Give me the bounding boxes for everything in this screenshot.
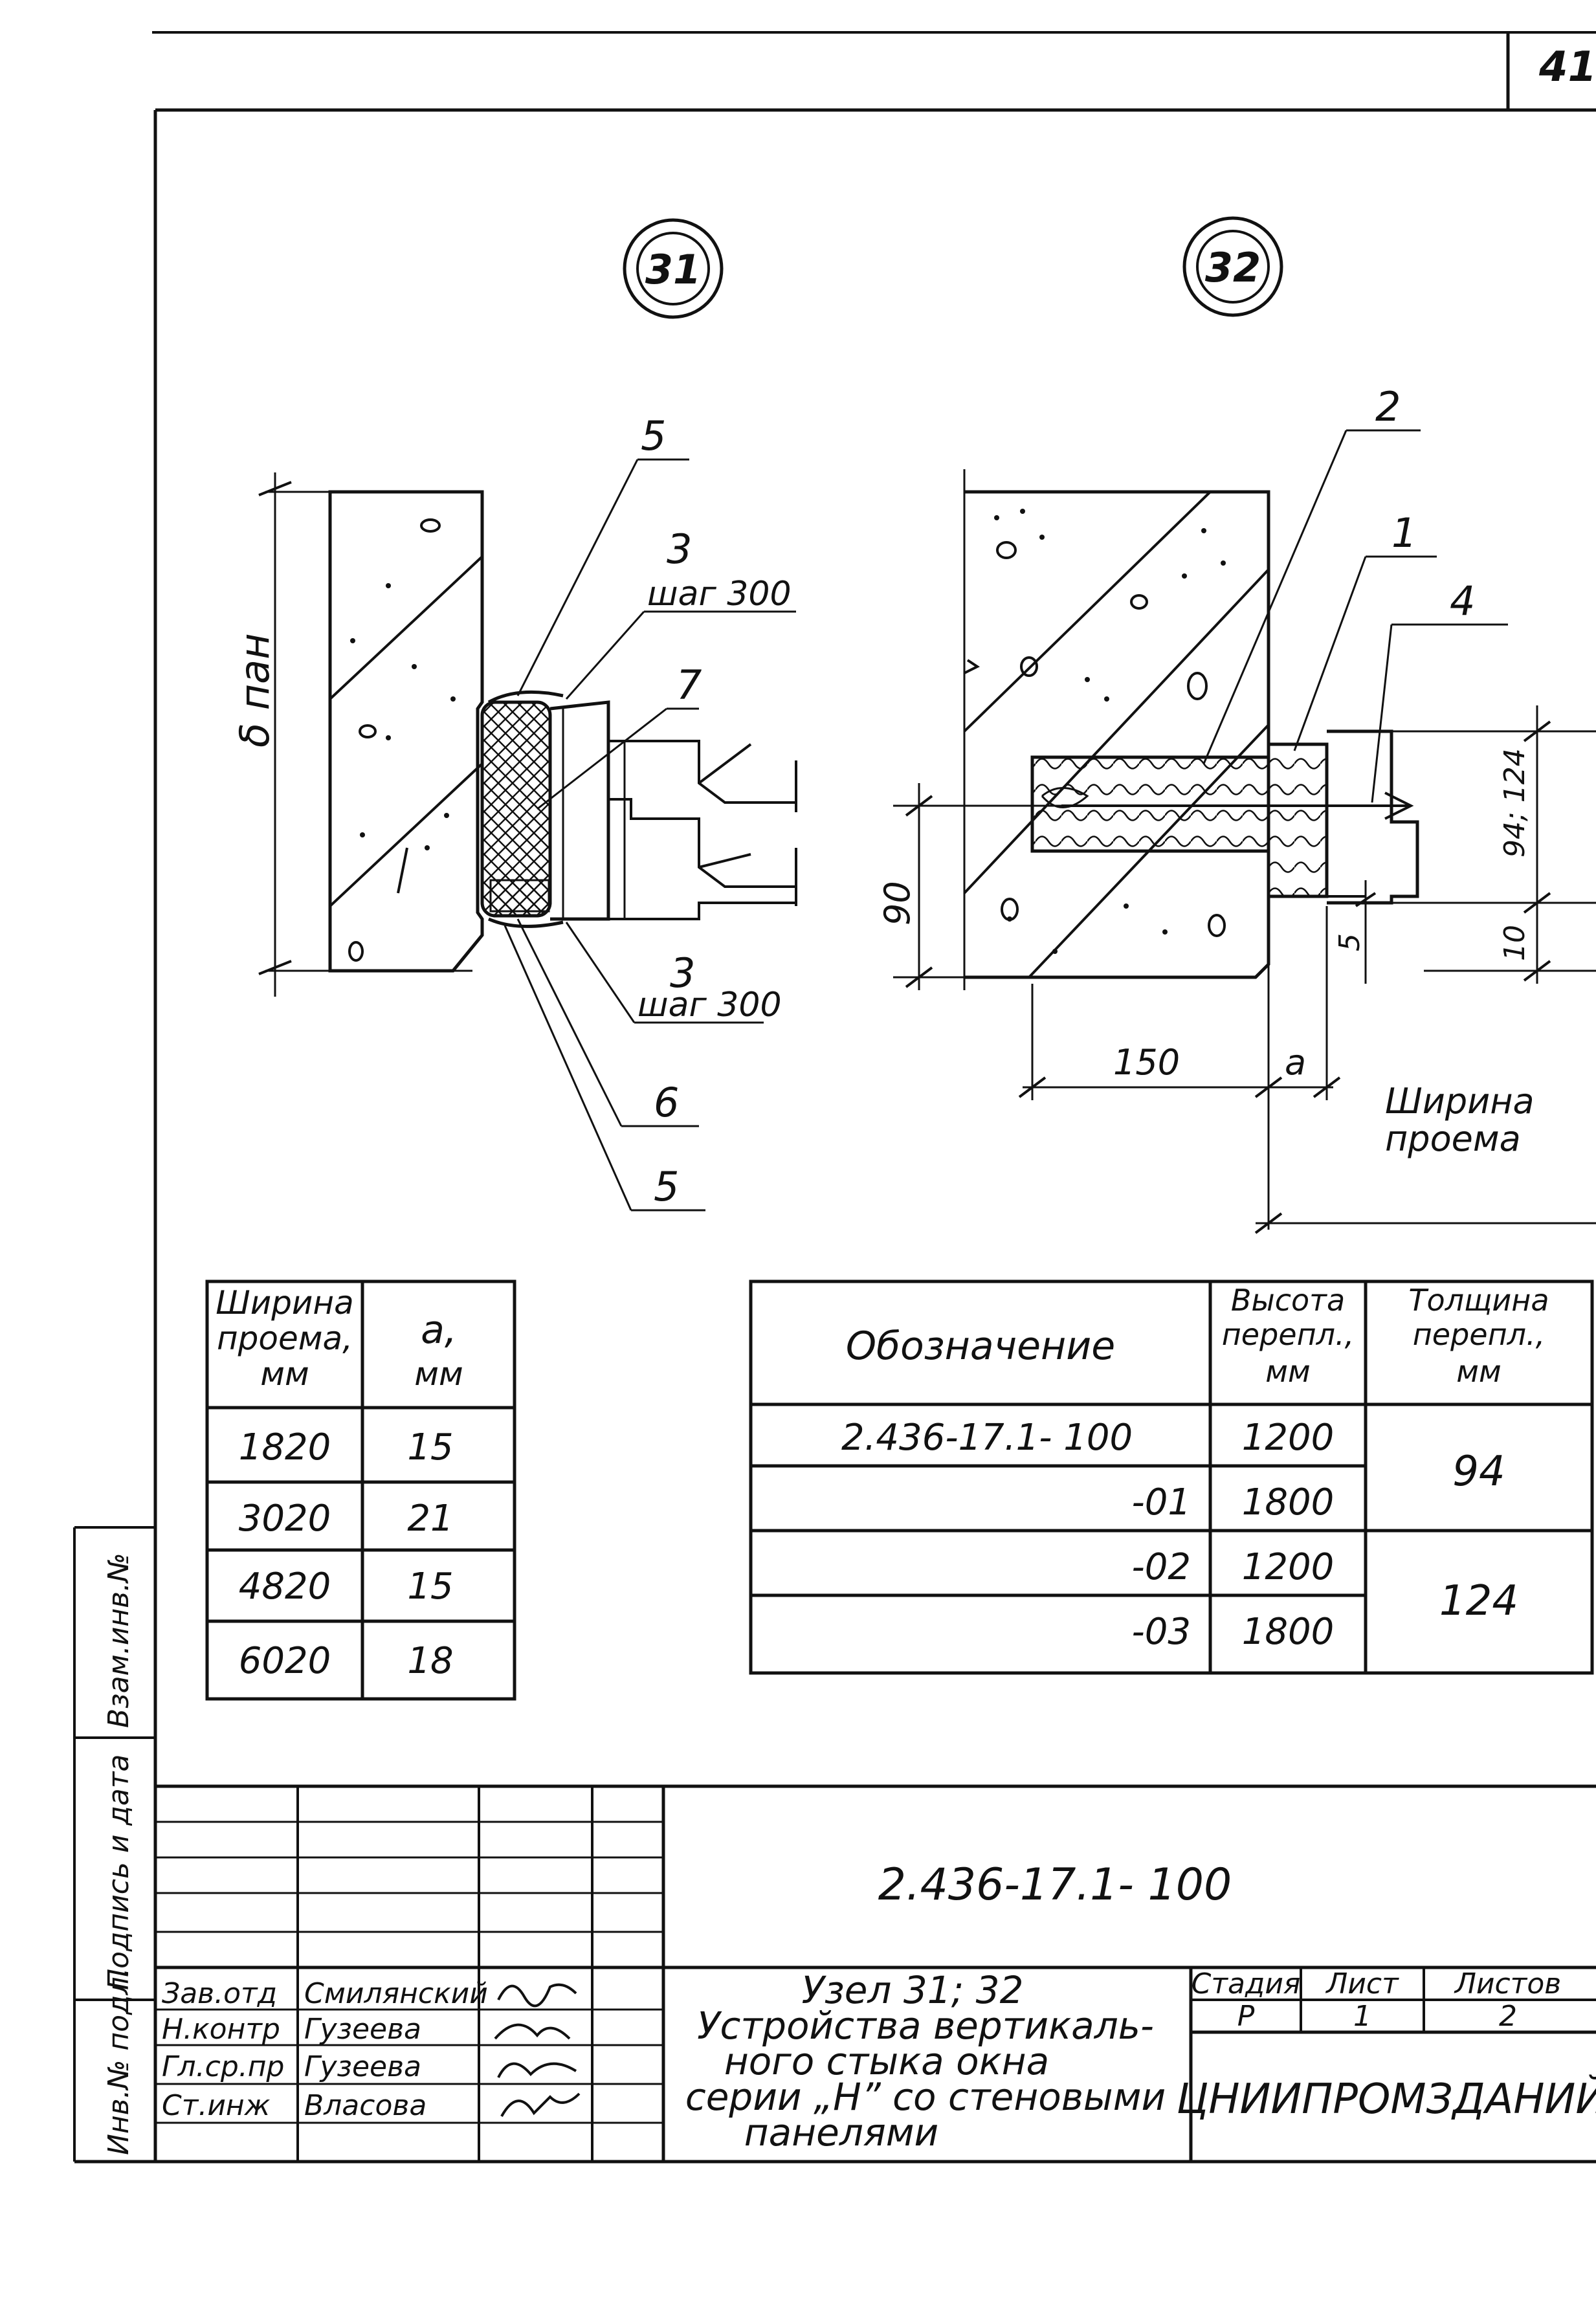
- table-a-header-width-l2: проема,: [217, 1320, 353, 1357]
- table-a-row4-width: 6020: [239, 1640, 331, 1682]
- table-b-row2-height: 1800: [1242, 1481, 1335, 1523]
- title-designation: 2.436-17.1- 100: [878, 1859, 1232, 1911]
- opening-label-line2: проема: [1385, 1118, 1521, 1159]
- stage-value: Р: [1237, 2000, 1255, 2033]
- title-line-1: Узел 31; 32: [802, 1968, 1024, 2012]
- staff-name-3: Гузеева: [304, 2050, 421, 2083]
- title-line-2: Устройства вертикаль-: [697, 2004, 1154, 2048]
- dim-94-124: 94; 124: [1498, 748, 1531, 858]
- table-b-header-height-l3: мм: [1265, 1354, 1310, 1389]
- dim-a: a: [1285, 1042, 1306, 1083]
- side-label-signature-date: Подпись и дата: [102, 1755, 135, 1990]
- table-a-row3-width: 4820: [239, 1566, 331, 1608]
- table-b-row2-designation: -01: [1132, 1481, 1191, 1523]
- table-b-row4-height: 1800: [1242, 1611, 1335, 1653]
- table-a-row3-a: 15: [407, 1566, 453, 1608]
- dim-150: 150: [1113, 1042, 1180, 1083]
- node-32-callouts: 2 1 4: [1375, 383, 1475, 625]
- staff-role-2: Н.контр: [162, 2013, 280, 2046]
- table-b-row4-designation: -03: [1132, 1611, 1191, 1653]
- table-a: Ширина проема, мм a, мм 1820 15 3020 21 …: [205, 1279, 516, 1701]
- staff-role-3: Гл.ср.пр: [162, 2050, 284, 2083]
- staff-name-1: Смилянский: [304, 1977, 488, 2010]
- callout-3-top: 3: [667, 526, 692, 573]
- dim-90: 90: [877, 881, 918, 925]
- table-a-row4-a: 18: [407, 1640, 453, 1682]
- node-31-id: 31: [645, 246, 701, 293]
- table-b-row1-designation: 2.436-17.1- 100: [841, 1417, 1133, 1459]
- callout-pitch-top: шаг 300: [647, 575, 792, 614]
- table-b-row3-designation: -02: [1132, 1546, 1191, 1588]
- table-b-header-height-l2: перепл.,: [1222, 1317, 1355, 1352]
- callout-1: 1: [1391, 509, 1417, 557]
- table-b-header-thickness-l1: Толщина: [1408, 1283, 1549, 1318]
- staff-role-4: Ст.инж: [162, 2089, 271, 2122]
- dim-5: 5: [1333, 933, 1366, 951]
- page-number: 41: [1538, 43, 1596, 91]
- staff-role-1: Зав.отд: [162, 1977, 277, 2010]
- table-a-header-a-l2: мм: [414, 1355, 463, 1393]
- sheet-header: Лист: [1325, 1967, 1399, 2000]
- title-block: 2.436-17.1- 100 Узел 31; 32 Устройства в…: [155, 1784, 1596, 2162]
- node-32-dimensions: 90 150 a 94; 124 5 10 Ширина проема: [877, 748, 1535, 1159]
- callout-4: 4: [1450, 577, 1475, 625]
- title-line-4: серии „Н” со стеновыми: [685, 2075, 1166, 2119]
- table-b-row1-height: 1200: [1242, 1417, 1335, 1459]
- sheet-number-value: 1: [1353, 2000, 1371, 2033]
- callout-pitch-bottom: шаг 300: [637, 986, 782, 1025]
- sheet-frame: [73, 31, 1596, 2164]
- node-31-drawing: [258, 458, 797, 1212]
- table-b-thickness-94: 94: [1452, 1448, 1505, 1496]
- callout-3-bottom: 3: [670, 949, 695, 997]
- table-b-header-thickness-l2: перепл.,: [1413, 1317, 1546, 1352]
- side-labels: Взам.инв.№ Подпись и дата Инв.№ подл.: [102, 1553, 135, 2155]
- side-label-original-inv: Инв.№ подл.: [102, 1967, 135, 2155]
- staff-name-2: Гузеева: [304, 2013, 421, 2046]
- side-label-replacement-inv: Взам.инв.№: [102, 1553, 135, 1728]
- organization-name: ЦНИИПРОМЗДАНИЙ: [1177, 2074, 1596, 2123]
- sheets-total-value: 2: [1499, 2000, 1517, 2033]
- table-a-header-a-l1: a,: [421, 1307, 457, 1353]
- opening-label-line1: Ширина: [1385, 1081, 1535, 1122]
- table-a-row2-a: 21: [407, 1498, 453, 1540]
- table-b-header-height-l1: Высота: [1231, 1283, 1345, 1318]
- node-32-id: 32: [1205, 244, 1261, 291]
- dim-10: 10: [1498, 925, 1531, 961]
- table-a-header-width-l3: мм: [260, 1355, 309, 1393]
- table-a-header-width-l1: Ширина: [216, 1284, 354, 1322]
- callout-5-bottom: 5: [654, 1163, 679, 1210]
- callout-5-top: 5: [641, 412, 666, 460]
- node-32-drawing: [893, 429, 1596, 1234]
- node-badge-32: 32: [1182, 216, 1283, 317]
- node-31-wall-label: δ пан: [231, 633, 278, 748]
- sheets-header: Листов: [1454, 1967, 1561, 2000]
- table-b-row3-height: 1200: [1242, 1546, 1335, 1588]
- table-b-header-designation: Обозначение: [846, 1324, 1115, 1369]
- table-a-row1-width: 1820: [239, 1426, 331, 1468]
- table-a-row1-a: 15: [407, 1426, 453, 1468]
- stage-header: Стадия: [1191, 1967, 1301, 2000]
- table-b-header-thickness-l3: мм: [1456, 1354, 1501, 1389]
- callout-2: 2: [1375, 383, 1401, 430]
- title-line-3: ного стыка окна: [724, 2039, 1049, 2083]
- table-b: Обозначение Высота перепл., мм Толщина п…: [749, 1279, 1594, 1675]
- staff-name-4: Власова: [304, 2089, 427, 2122]
- callout-6: 6: [654, 1079, 679, 1126]
- node-badge-31: 31: [623, 218, 724, 319]
- signatures: [494, 1983, 581, 2117]
- table-a-row2-width: 3020: [239, 1498, 331, 1540]
- node-31-callouts: 5 3 шаг 300 7 3 шаг 300 6 5: [637, 412, 792, 1210]
- table-b-thickness-124: 124: [1439, 1577, 1518, 1625]
- title-line-5: панелями: [744, 2110, 938, 2154]
- callout-7: 7: [676, 661, 702, 709]
